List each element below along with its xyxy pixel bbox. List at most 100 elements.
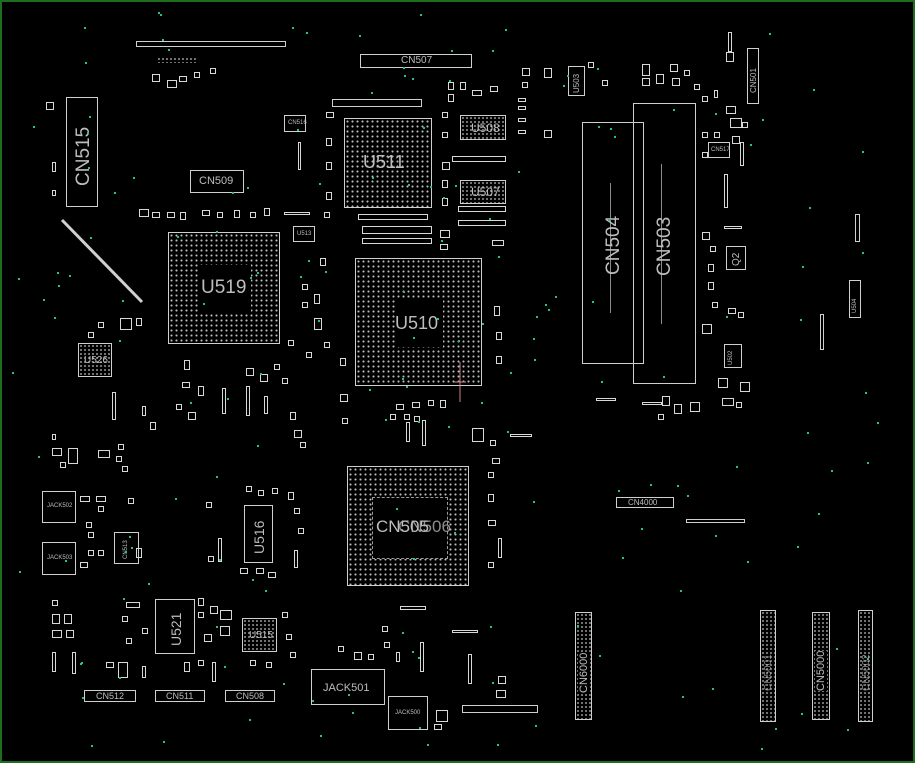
via: [673, 109, 675, 111]
smd-part: [382, 626, 388, 632]
u521-chip[interactable]: U521: [155, 599, 195, 654]
smd-part: [362, 238, 432, 244]
via: [319, 183, 321, 185]
smd-part: [670, 64, 678, 72]
jack501-audio-jack[interactable]: JACK501: [311, 669, 385, 705]
via: [862, 151, 864, 153]
via: [306, 32, 308, 34]
cn505-cn506-bga[interactable]: CN505 CN506: [347, 466, 469, 586]
u515-chip[interactable]: U515: [242, 618, 277, 652]
smd-part: [702, 152, 708, 158]
smd-part: [498, 538, 502, 558]
smd-part: [702, 132, 708, 138]
u502-chip[interactable]: U502: [724, 344, 742, 368]
q2-transistor[interactable]: Q2: [726, 246, 746, 270]
smd-part: [302, 302, 308, 308]
u503-chip[interactable]: U503: [568, 66, 585, 96]
u502-label: U502: [728, 350, 734, 365]
smd-part: [354, 652, 362, 660]
u507-chip[interactable]: U507: [460, 180, 506, 204]
smd-part: [490, 86, 498, 92]
cn505-label: CN505: [376, 517, 429, 536]
u510-bga-chip[interactable]: U510: [355, 258, 482, 386]
u526-chip[interactable]: U526: [78, 343, 112, 377]
via: [232, 192, 234, 194]
u516-chip[interactable]: U516: [244, 505, 273, 563]
via: [403, 67, 405, 69]
smd-part: [246, 386, 250, 416]
cn511-connector[interactable]: CN511: [155, 690, 205, 702]
via: [454, 532, 456, 534]
smd-part: [724, 226, 742, 229]
smd-part: [338, 646, 344, 652]
smd-part: [217, 212, 223, 218]
cn508-connector[interactable]: CN508: [225, 690, 275, 702]
cn516-label: CN516: [288, 120, 307, 126]
smd-part: [314, 318, 322, 330]
cn516-connector[interactable]: CN516: [284, 115, 307, 132]
cn512-connector[interactable]: CN512: [84, 690, 136, 702]
via: [216, 231, 218, 233]
u513-chip[interactable]: U513: [293, 226, 315, 242]
via: [867, 462, 869, 464]
top-header-strip[interactable]: [136, 41, 286, 47]
jack503-audio-jack[interactable]: JACK503: [42, 542, 76, 575]
jack500-audio-jack[interactable]: JACK500: [388, 696, 428, 730]
cn517-connector[interactable]: CN517: [708, 142, 730, 158]
u508-chip[interactable]: U508: [460, 115, 506, 140]
via: [203, 303, 205, 305]
via: [396, 508, 398, 510]
smd-part: [404, 414, 410, 420]
smd-part: [210, 68, 216, 74]
cn509-connector[interactable]: CN509: [190, 170, 244, 193]
smd-part: [440, 230, 450, 238]
smd-part: [496, 356, 502, 364]
cn4000-connector[interactable]: CN4000: [616, 497, 674, 508]
cn5001-connector[interactable]: CN5001: [760, 610, 776, 722]
smd-part: [66, 630, 74, 638]
u519-bga-chip[interactable]: U519: [168, 232, 280, 344]
cn515-connector[interactable]: CN515: [66, 97, 98, 207]
cn504-connector[interactable]: CN504: [582, 122, 644, 364]
u511-chip[interactable]: U511: [344, 118, 432, 208]
smd-part: [136, 548, 142, 558]
u519-center-window: [199, 265, 251, 313]
u504-chip[interactable]: U504: [849, 280, 861, 318]
cn507-header-row: [332, 99, 422, 107]
smd-part: [452, 630, 478, 633]
via: [818, 513, 820, 515]
jack502-audio-jack[interactable]: JACK502: [42, 491, 76, 523]
smd-part: [674, 404, 682, 414]
smd-part: [662, 396, 670, 406]
smd-part: [544, 68, 552, 78]
smd-part: [718, 378, 728, 388]
smd-part: [326, 162, 332, 170]
smd-part: [642, 402, 662, 405]
smd-part: [128, 498, 134, 504]
via: [227, 398, 229, 400]
cn503-connector[interactable]: CN503: [633, 103, 696, 384]
smd-part: [340, 394, 348, 402]
smd-part: [518, 106, 526, 110]
smd-part: [492, 458, 500, 464]
via: [247, 187, 249, 189]
cn507-connector[interactable]: CN507: [360, 54, 472, 68]
via: [216, 476, 218, 478]
smd-part: [98, 450, 110, 458]
smd-part: [286, 634, 292, 640]
cn6000-connector[interactable]: CN6000: [575, 612, 592, 720]
via: [490, 626, 492, 628]
smd-part: [198, 386, 204, 396]
via: [419, 727, 421, 729]
cn5002-connector[interactable]: CN5002: [858, 610, 873, 722]
smd-part: [182, 382, 190, 388]
via: [148, 583, 150, 585]
smd-part: [448, 82, 454, 90]
smd-part: [544, 130, 552, 138]
cn501-connector[interactable]: CN501: [747, 48, 759, 104]
smd-part: [250, 212, 256, 218]
via: [599, 655, 601, 657]
smd-part: [212, 662, 216, 682]
cn5000-connector[interactable]: CN5000: [812, 612, 830, 720]
via: [800, 319, 802, 321]
